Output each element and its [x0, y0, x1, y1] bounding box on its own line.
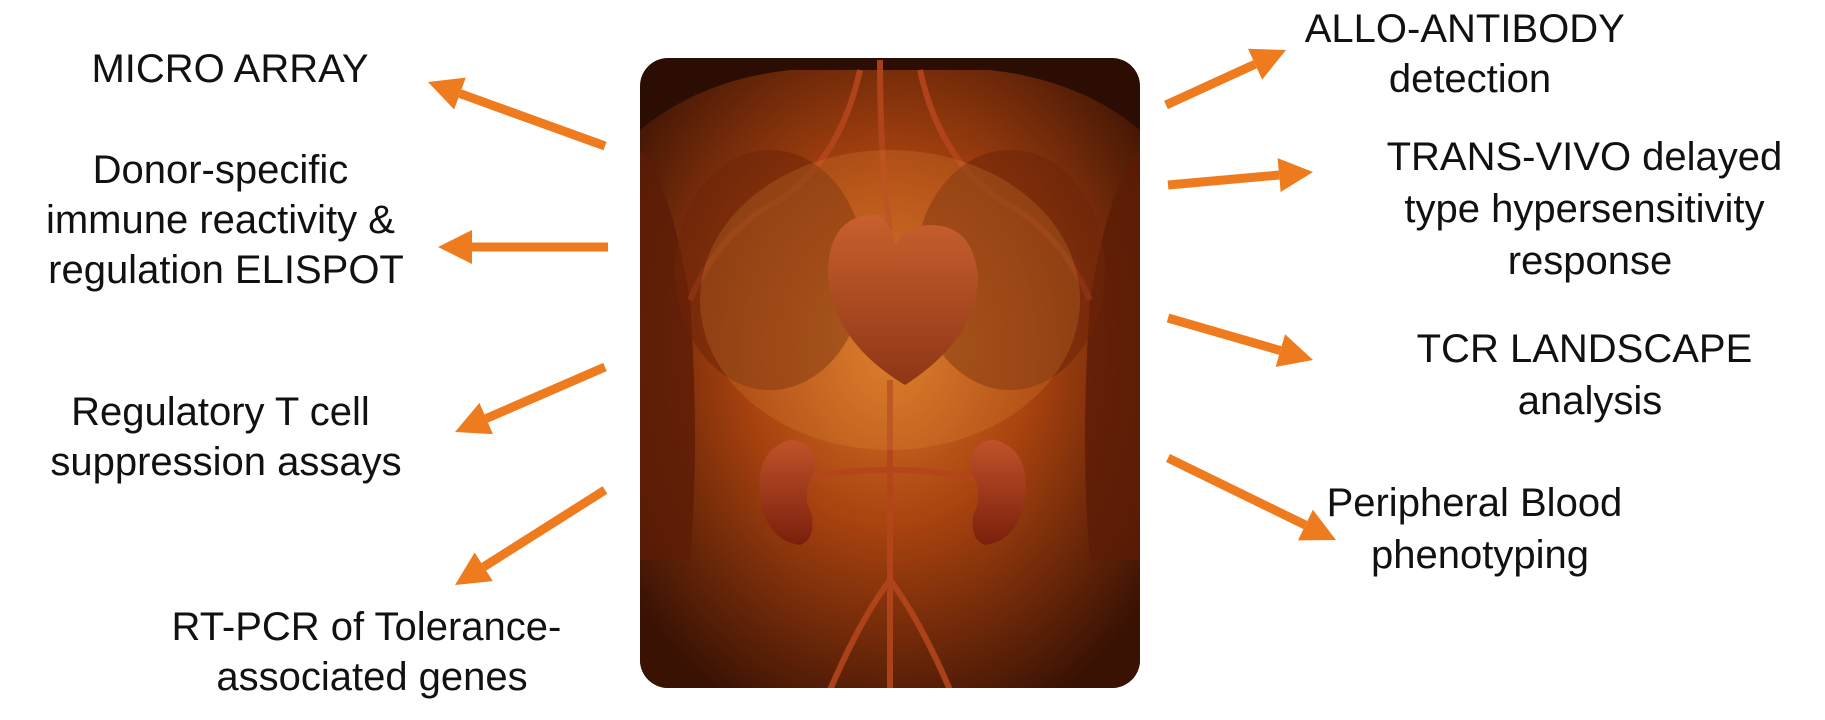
label-tcr-landscape: TCR LANDSCAPE analysis	[1417, 327, 1764, 423]
arrow-to-rt-pcr	[455, 490, 605, 585]
arrow-shaft	[486, 367, 605, 418]
label-line: phenotyping	[1371, 533, 1589, 577]
label-line: analysis	[1518, 379, 1663, 423]
arrow-to-allo-antibody	[1166, 49, 1286, 105]
arrow-head	[1278, 158, 1313, 192]
label-line: suppression assays	[50, 440, 401, 484]
label-line: Regulatory T cell	[71, 390, 370, 434]
arrow-to-micro-array	[428, 78, 605, 146]
arrow-head	[1276, 334, 1313, 367]
label-line: response	[1508, 239, 1673, 283]
label-line: associated genes	[216, 655, 527, 699]
label-line: MICRO ARRAY	[91, 47, 368, 91]
arrow-shaft	[1168, 458, 1305, 525]
anatomy-illustration	[640, 58, 1140, 690]
label-line: RT-PCR of Tolerance-	[172, 605, 562, 649]
chest-highlight	[700, 150, 1080, 450]
arrow-shaft	[460, 94, 605, 146]
arrow-to-tcr-landscape	[1168, 318, 1313, 367]
label-allo-antibody: ALLO-ANTIBODY detection	[1305, 7, 1635, 101]
label-line: TRANS-VIVO delayed	[1387, 135, 1783, 179]
label-line: ALLO-ANTIBODY	[1305, 7, 1624, 51]
label-donor-specific: Donor-specific immune reactivity & regul…	[46, 148, 406, 292]
arrow-head	[438, 230, 472, 264]
label-rt-pcr: RT-PCR of Tolerance- associated genes	[172, 605, 573, 699]
label-line: regulation ELISPOT	[48, 248, 404, 292]
label-peripheral-blood: Peripheral Blood phenotyping	[1327, 481, 1634, 577]
label-line: immune reactivity &	[46, 198, 395, 242]
arrow-shaft	[1168, 318, 1280, 351]
label-trans-vivo: TRANS-VIVO delayed type hypersensitivity…	[1387, 135, 1794, 283]
label-line: Donor-specific	[93, 148, 349, 192]
arrow-to-donor-specific	[438, 230, 608, 264]
arrow-shaft	[1168, 175, 1279, 185]
arrow-shaft	[484, 490, 605, 567]
label-line: TCR LANDSCAPE	[1417, 327, 1753, 371]
label-line: detection	[1389, 57, 1551, 101]
label-regulatory-t-cell: Regulatory T cell suppression assays	[50, 390, 401, 484]
label-line: Peripheral Blood	[1327, 481, 1623, 525]
arrow-to-trans-vivo	[1168, 158, 1313, 192]
label-line: type hypersensitivity	[1404, 187, 1764, 231]
arrow-to-peripheral-blood	[1168, 458, 1336, 540]
arrow-to-regulatory-t-cell	[455, 367, 605, 434]
label-micro-array: MICRO ARRAY	[91, 47, 368, 91]
arrow-shaft	[1166, 64, 1255, 105]
